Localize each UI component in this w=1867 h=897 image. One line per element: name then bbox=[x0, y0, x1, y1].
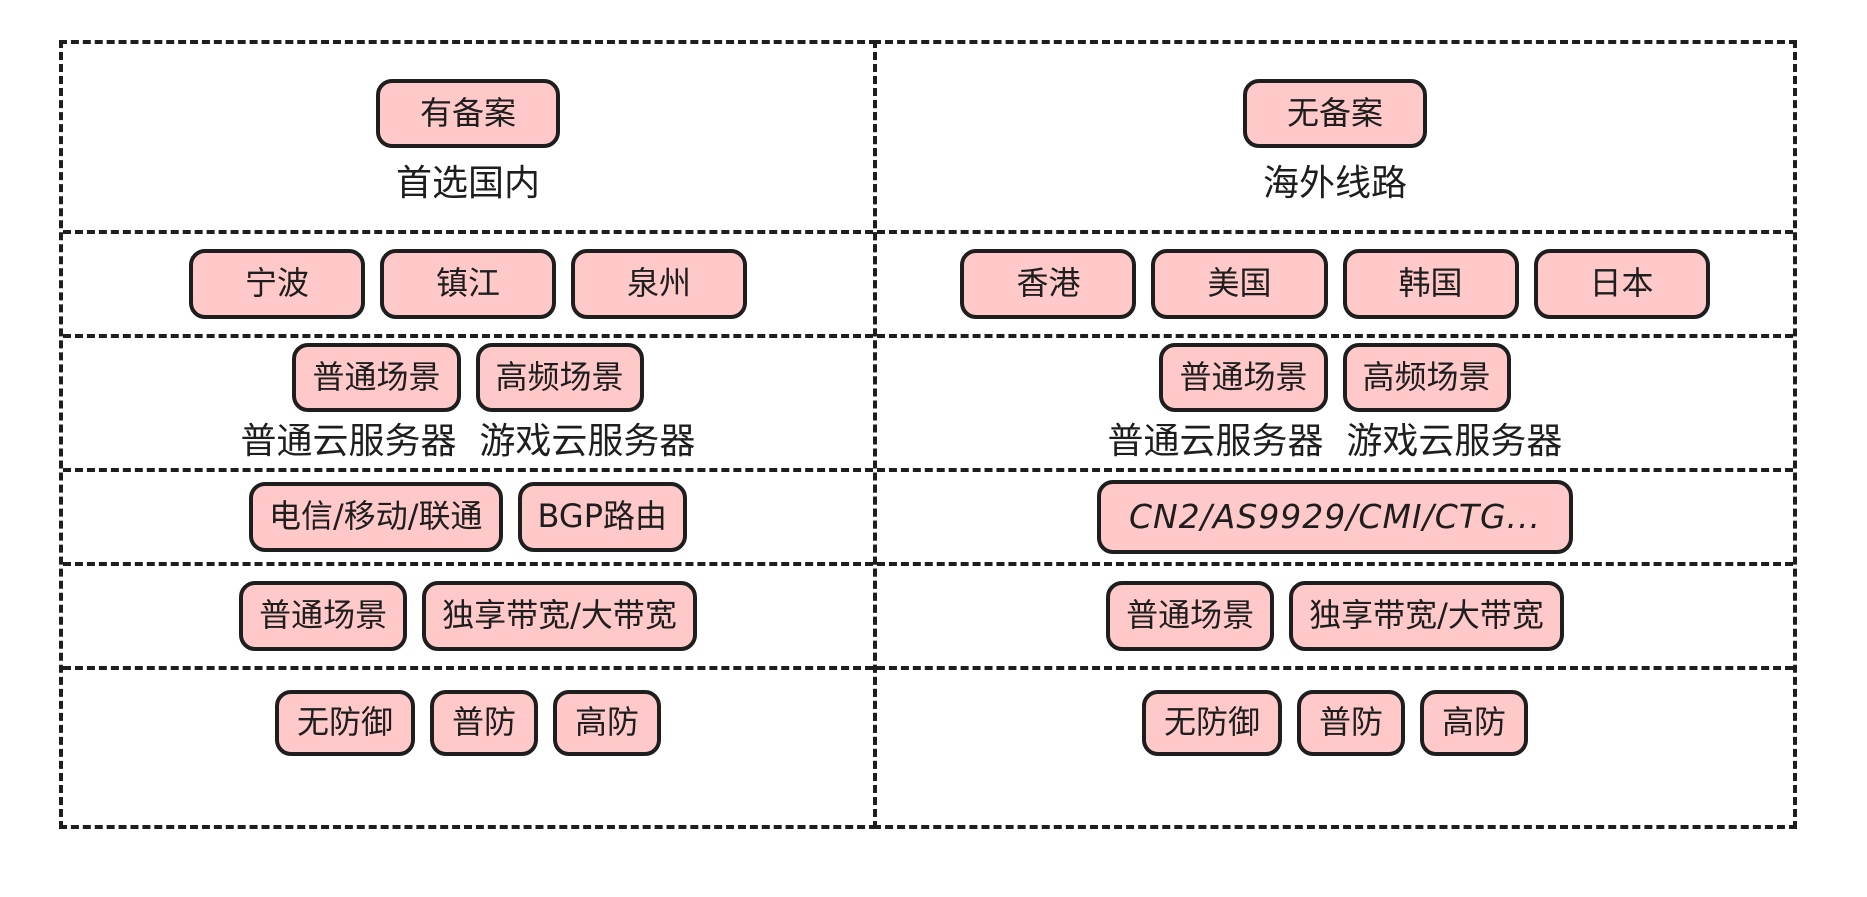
row-region: 香港美国韩国日本 bbox=[877, 234, 1793, 338]
option-badge: 普通场景 bbox=[292, 342, 461, 413]
row-filing-status: 有备案首选国内 bbox=[63, 44, 873, 234]
option-badge: 镇江 bbox=[379, 249, 556, 319]
row-caption: 普通云服务器 游戏云服务器 bbox=[1107, 421, 1563, 463]
row-region: 宁波镇江泉州 bbox=[63, 234, 873, 338]
option-badge: 普防 bbox=[1296, 690, 1405, 756]
option-badge: 高防 bbox=[1420, 690, 1529, 756]
option-badge: 普通场景 bbox=[1106, 581, 1275, 651]
option-badge: 普防 bbox=[429, 690, 538, 756]
badge-group: 普通场景高频场景 bbox=[292, 342, 644, 413]
option-badge: 普通场景 bbox=[239, 581, 408, 651]
badge-group: 无防御普防高防 bbox=[274, 690, 662, 756]
option-badge: 无防御 bbox=[274, 690, 415, 756]
badge-group: 无防御普防高防 bbox=[1141, 690, 1529, 756]
badge-group: 宁波镇江泉州 bbox=[188, 249, 748, 319]
row-ddos-protection: 无防御普防高防 bbox=[877, 670, 1793, 825]
option-badge: 香港 bbox=[960, 249, 1137, 319]
row-bandwidth: 普通场景独享带宽/大带宽 bbox=[63, 566, 873, 670]
option-badge: 有备案 bbox=[375, 78, 560, 149]
option-badge: 泉州 bbox=[571, 249, 748, 319]
badge-group: 普通场景独享带宽/大带宽 bbox=[1106, 581, 1564, 651]
row-filing-status: 无备案海外线路 bbox=[877, 44, 1793, 234]
option-badge: 无防御 bbox=[1141, 690, 1282, 756]
row-caption: 海外线路 bbox=[1262, 163, 1407, 205]
row-server-type: 普通场景高频场景普通云服务器 游戏云服务器 bbox=[877, 338, 1793, 472]
column-domestic: 有备案首选国内宁波镇江泉州普通场景高频场景普通云服务器 游戏云服务器电信/移动/… bbox=[59, 40, 877, 829]
badge-group: CN2/AS9929/CMI/CTG... bbox=[1096, 479, 1574, 555]
option-badge: 高频场景 bbox=[475, 342, 644, 413]
row-caption: 首选国内 bbox=[395, 163, 540, 205]
row-bandwidth: 普通场景独享带宽/大带宽 bbox=[877, 566, 1793, 670]
option-badge: 高频场景 bbox=[1342, 342, 1511, 413]
option-badge: 独享带宽/大带宽 bbox=[422, 581, 697, 651]
row-network-line: CN2/AS9929/CMI/CTG... bbox=[877, 472, 1793, 566]
row-caption: 普通云服务器 游戏云服务器 bbox=[240, 421, 696, 463]
option-badge: 无备案 bbox=[1242, 78, 1427, 149]
row-server-type: 普通场景高频场景普通云服务器 游戏云服务器 bbox=[63, 338, 873, 472]
option-badge: BGP路由 bbox=[517, 482, 688, 552]
badge-group: 普通场景高频场景 bbox=[1159, 342, 1511, 413]
option-badge: 日本 bbox=[1533, 249, 1710, 319]
option-badge: CN2/AS9929/CMI/CTG... bbox=[1096, 479, 1574, 555]
server-selection-diagram: 有备案首选国内宁波镇江泉州普通场景高频场景普通云服务器 游戏云服务器电信/移动/… bbox=[59, 40, 1797, 829]
badge-group: 无备案 bbox=[1242, 78, 1427, 149]
option-badge: 韩国 bbox=[1342, 249, 1519, 319]
option-badge: 高防 bbox=[553, 690, 662, 756]
badge-group: 普通场景独享带宽/大带宽 bbox=[239, 581, 697, 651]
option-badge: 宁波 bbox=[188, 249, 365, 319]
option-badge: 美国 bbox=[1151, 249, 1328, 319]
option-badge: 电信/移动/联通 bbox=[248, 482, 503, 552]
badge-group: 有备案 bbox=[375, 78, 560, 149]
option-badge: 普通场景 bbox=[1159, 342, 1328, 413]
badge-group: 香港美国韩国日本 bbox=[960, 249, 1710, 319]
row-ddos-protection: 无防御普防高防 bbox=[63, 670, 873, 825]
option-badge: 独享带宽/大带宽 bbox=[1289, 581, 1564, 651]
